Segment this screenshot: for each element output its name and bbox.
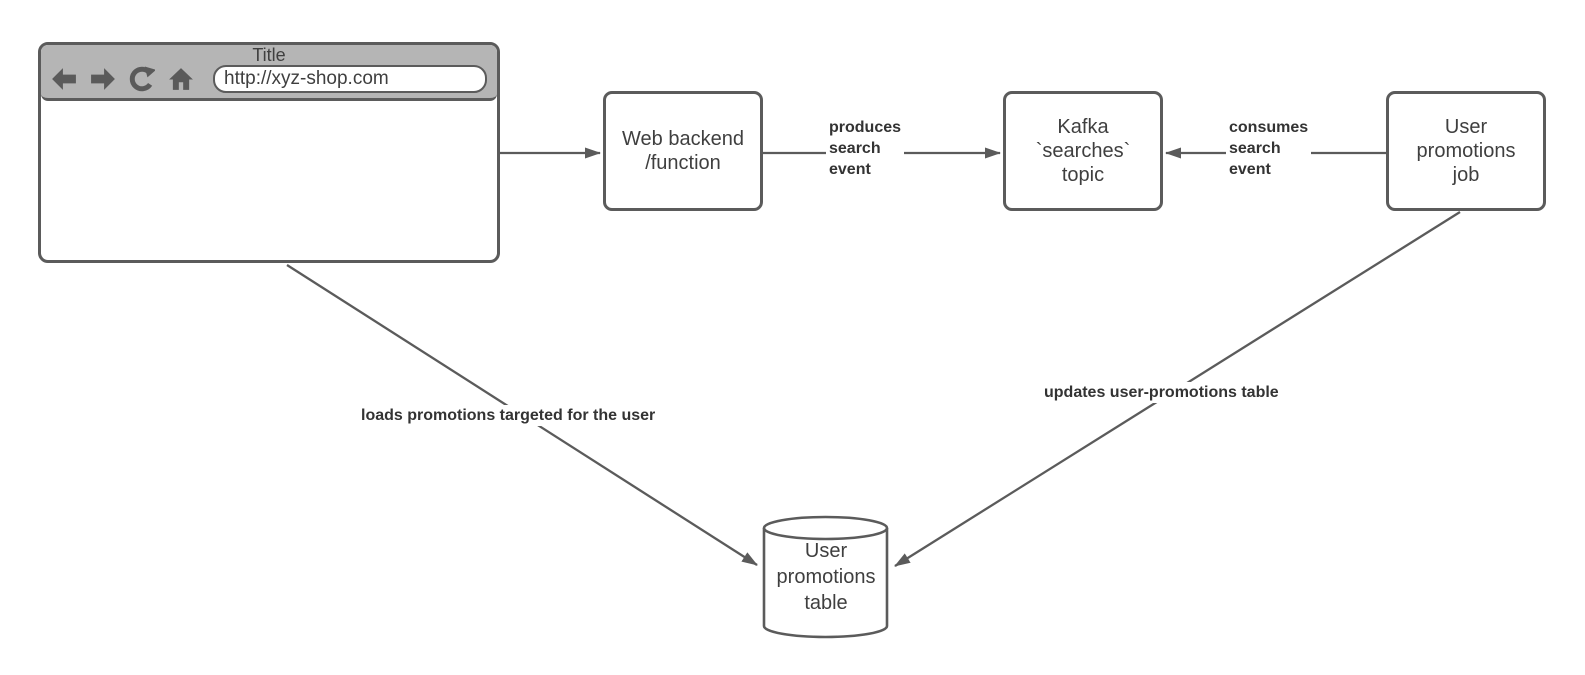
edge-label-loads-promotions: loads promotions targeted for the user	[358, 405, 659, 426]
node-label-line: User	[1444, 116, 1488, 138]
node-label-line: table	[804, 592, 848, 614]
database-cylinder	[762, 515, 889, 639]
browser-title: Title	[252, 45, 286, 65]
node-user-promotions-job: User promotions job	[1386, 91, 1546, 211]
home-icon	[169, 68, 193, 90]
edge-label-produces-search-event: produces search event	[826, 117, 905, 180]
refresh-icon	[129, 66, 155, 92]
node-label-line: topic	[1061, 164, 1105, 186]
browser-nav-row: http://xyz-shop.com	[41, 64, 497, 93]
node-kafka-topic: Kafka `searches` topic	[1003, 91, 1163, 211]
edge-label-updates-table: updates user-promotions table	[1041, 382, 1282, 403]
node-label-line: Kafka	[1057, 116, 1109, 138]
forward-arrow-icon	[91, 68, 115, 90]
back-arrow-icon	[52, 68, 76, 90]
node-user-promotions-table-label: User promotions table	[764, 538, 888, 616]
browser-window: Title http://xyz-shop.com	[38, 42, 500, 263]
node-label-line: User	[804, 540, 848, 562]
url-bar: http://xyz-shop.com	[213, 65, 487, 93]
node-label-line: job	[1452, 164, 1480, 186]
node-label-line: /function	[645, 152, 721, 174]
node-label-line: promotions	[1416, 140, 1516, 162]
browser-header: Title http://xyz-shop.com	[41, 45, 497, 101]
node-label-line: `searches`	[1035, 140, 1131, 162]
node-label-line: promotions	[776, 566, 876, 588]
node-label-line: Web backend	[622, 128, 744, 150]
node-web-backend: Web backend /function	[603, 91, 763, 211]
edge-label-consumes-search-event: consumes search event	[1226, 117, 1312, 180]
